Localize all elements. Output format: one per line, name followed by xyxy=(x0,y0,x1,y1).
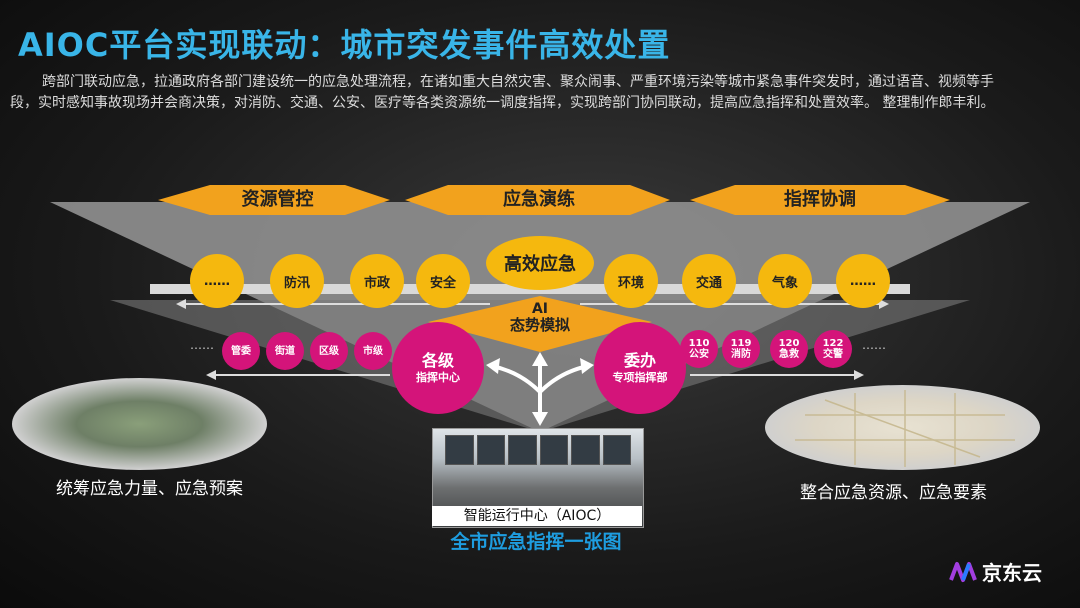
magenta-circle-119: 119 消防 xyxy=(722,330,760,368)
aioc-sub-caption: 全市应急指挥一张图 xyxy=(424,527,648,554)
special-command-circle: 委办 专项指挥部 xyxy=(594,322,686,414)
magenta-110-label: 公安 xyxy=(689,349,709,360)
arrowhead xyxy=(206,370,216,380)
special-command-title: 委办 xyxy=(624,352,656,370)
dots-left: …… xyxy=(190,338,214,352)
bar-label-resource: 资源管控 xyxy=(210,185,345,215)
map-roads xyxy=(765,385,1040,470)
jdcloud-logo: 京东云 xyxy=(948,557,1042,586)
magenta-110-number: 110 xyxy=(689,338,710,349)
yellow-circle-environment: 环境 xyxy=(604,254,658,308)
magenta-119-number: 119 xyxy=(731,338,752,349)
magenta-circle-street: 街道 xyxy=(266,332,304,370)
city-aerial-photo xyxy=(12,378,267,470)
magenta-circle-district: 区级 xyxy=(310,332,348,370)
bar-label-drill: 应急演练 xyxy=(448,185,630,215)
magenta-circle-122: 122 交警 xyxy=(814,330,852,368)
magenta-circle-committee: 管委 xyxy=(222,332,260,370)
city-map-image xyxy=(765,385,1040,470)
ai-label: AI 态势模拟 xyxy=(480,302,600,334)
magenta-120-number: 120 xyxy=(779,338,800,349)
yellow-circle-more-right: …… xyxy=(836,254,890,308)
dots-right: …… xyxy=(862,338,886,352)
magenta-119-label: 消防 xyxy=(731,349,751,360)
video-wall xyxy=(445,435,631,465)
yellow-circle-municipal: 市政 xyxy=(350,254,404,308)
command-center-title: 各级 xyxy=(422,352,454,370)
command-center-sub: 指挥中心 xyxy=(416,370,460,385)
bar-label-command: 指挥协调 xyxy=(735,185,905,215)
magenta-120-label: 急救 xyxy=(779,349,799,360)
magenta-circle-120: 120 急救 xyxy=(770,330,808,368)
yellow-circle-weather: 气象 xyxy=(758,254,812,308)
yellow-circle-traffic: 交通 xyxy=(682,254,736,308)
left-caption: 统筹应急力量、应急预案 xyxy=(56,474,243,499)
special-command-sub: 专项指挥部 xyxy=(613,370,668,385)
command-center-circle: 各级 指挥中心 xyxy=(392,322,484,414)
efficient-response-ellipse: 高效应急 xyxy=(486,236,594,290)
right-caption: 整合应急资源、应急要素 xyxy=(800,478,987,503)
arrowhead xyxy=(854,370,864,380)
ai-label-line1: AI xyxy=(480,302,600,317)
jdcloud-logo-icon xyxy=(948,560,978,584)
yellow-circle-more-left: …… xyxy=(190,254,244,308)
yellow-circle-safety: 安全 xyxy=(416,254,470,308)
magenta-122-number: 122 xyxy=(823,338,844,349)
magenta-122-label: 交警 xyxy=(823,349,843,360)
yellow-circle-flood: 防汛 xyxy=(270,254,324,308)
ai-label-line2: 态势模拟 xyxy=(480,317,600,334)
magenta-circle-city: 市级 xyxy=(354,332,392,370)
aioc-caption: 智能运行中心（AIOC） xyxy=(432,506,642,526)
jdcloud-logo-text: 京东云 xyxy=(982,557,1042,586)
